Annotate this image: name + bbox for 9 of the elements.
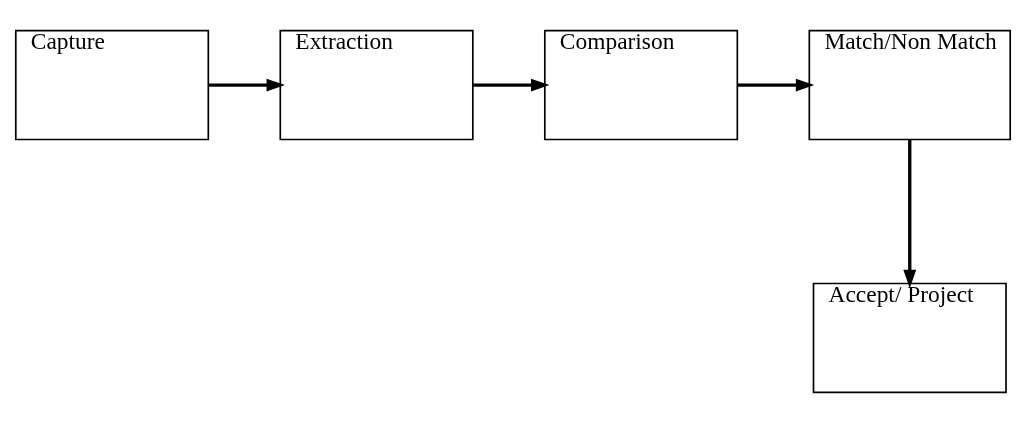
node-box: Extraction [279,29,474,141]
arrow [208,78,285,92]
node-box: Capture [14,29,210,141]
node-box: Match/Non Match [808,29,1012,141]
arrow [473,78,550,92]
arrow [737,78,815,92]
arrow [903,140,917,289]
node-box: Comparison [543,29,739,141]
node-box: Accept/ Project [812,282,1007,394]
